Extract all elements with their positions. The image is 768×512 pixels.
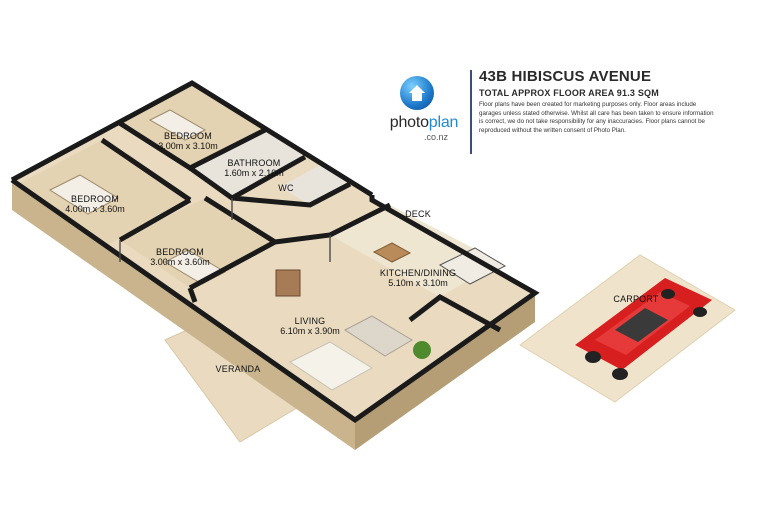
room-dims: 5.10m x 3.10m <box>388 278 448 288</box>
room-label-living: LIVING 6.10m x 3.90m <box>280 316 340 336</box>
room-label-bedroom-mid: BEDROOM 3.00m x 3.60m <box>150 247 210 267</box>
room-dims: 4.00m x 3.60m <box>65 204 125 214</box>
room-name: CARPORT <box>613 294 659 304</box>
fireplace <box>275 269 301 297</box>
house-side-left <box>12 180 355 450</box>
room-label-bedroom-left: BEDROOM 4.00m x 3.60m <box>65 194 125 214</box>
room-name: BEDROOM <box>156 247 204 257</box>
bathroom-floor <box>190 130 305 198</box>
room-name: VERANDA <box>215 364 261 374</box>
floor-area: TOTAL APPROX FLOOR AREA 91.3 SQM <box>479 88 659 98</box>
car-illustration <box>575 278 712 380</box>
room-name: DECK <box>405 209 431 219</box>
room-label-bathroom: BATHROOM 1.60m x 2.10m <box>224 158 284 178</box>
room-label-veranda: VERANDA <box>216 364 261 374</box>
info-divider <box>470 70 472 154</box>
house-side-right <box>355 293 535 450</box>
room-dims: 6.10m x 3.90m <box>280 326 340 336</box>
inner-walls <box>119 198 331 262</box>
house-globe-icon <box>409 85 425 101</box>
room-dims: 1.60m x 2.10m <box>224 168 284 178</box>
bed-left <box>48 174 120 215</box>
room-name: BATHROOM <box>227 158 281 168</box>
wc-floor <box>280 165 350 205</box>
room-label-bedroom-top: BEDROOM 3.00m x 3.10m <box>158 131 218 151</box>
property-address: 43B HIBISCUS AVENUE <box>479 68 652 85</box>
logo-brand: photoplan <box>384 114 464 132</box>
logo-domain: .co.nz <box>424 132 449 142</box>
sofa <box>344 315 413 357</box>
room-name: BEDROOM <box>164 131 212 141</box>
room-name: KITCHEN/DINING <box>379 268 457 278</box>
room-name: LIVING <box>294 316 326 326</box>
living-floor <box>195 250 420 380</box>
room-label-wc: WC <box>278 183 293 193</box>
room-label-carport: CARPORT <box>613 294 658 304</box>
bed-top <box>148 109 207 141</box>
room-label-deck: DECK <box>405 209 431 219</box>
dining-table <box>372 242 412 263</box>
room-dims: 3.00m x 3.60m <box>150 257 210 267</box>
living-rug <box>289 341 373 391</box>
room-name: WC <box>278 183 294 193</box>
logo-brand-main: photo <box>389 114 429 131</box>
room-name: BEDROOM <box>71 194 119 204</box>
plant <box>413 341 431 359</box>
disclaimer-text: Floor plans have been created for market… <box>479 101 714 134</box>
room-dims: 3.00m x 3.10m <box>158 141 218 151</box>
logo-brand-accent: plan <box>428 114 459 131</box>
photoplan-logo: photoplan .co.nz <box>384 74 464 156</box>
room-label-kitchen-dining: KITCHEN/DINING 5.10m x 3.10m <box>380 268 456 288</box>
